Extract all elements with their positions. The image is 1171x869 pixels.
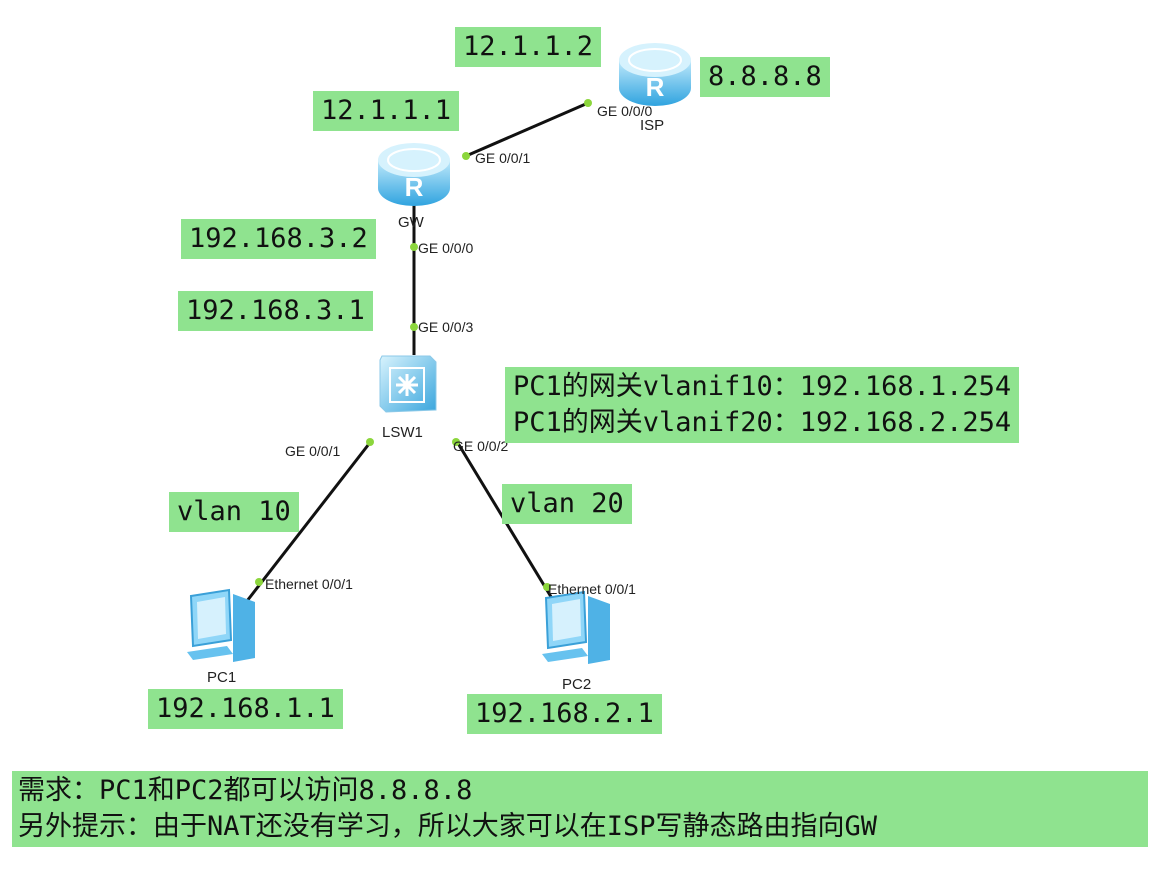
isp-name: ISP (640, 117, 665, 134)
isp-port-label: GE 0/0/0 (597, 103, 653, 119)
gw-port-up-ip-label: 12.1.1.1 (313, 91, 460, 131)
port-dot (410, 323, 418, 331)
pc2-name: PC2 (562, 676, 592, 693)
lsw1-port-left-label: GE 0/0/1 (285, 443, 341, 459)
svg-text:R: R (646, 72, 665, 102)
lsw1-port-up-ip-label: 192.168.3.1 (178, 291, 373, 331)
pc1-ip-label: 192.168.1.1 (148, 689, 343, 729)
isp-port-ip-label: 12.1.1.2 (455, 27, 602, 67)
isp-ip-label: 8.8.8.8 (700, 57, 830, 97)
requirement-line2: 另外提示：由于NAT还没有学习，所以大家可以在ISP写静态路由指向GW (18, 811, 878, 842)
gw-router-icon[interactable]: R (376, 140, 452, 208)
gw-port-down-ip-label: 192.168.3.2 (181, 219, 376, 259)
port-dot (410, 243, 418, 251)
pc2-port-label: Ethernet 0/0/1 (548, 581, 636, 597)
pc1-vlan-label: vlan 10 (169, 492, 299, 532)
lsw1-port-right-label: GE 0/0/2 (453, 438, 509, 454)
gw-port-down-label: GE 0/0/0 (418, 240, 474, 256)
port-dot (255, 578, 263, 586)
port-dot (366, 438, 374, 446)
svg-text:R: R (405, 172, 424, 202)
link-gw-isp (465, 101, 589, 158)
isp-router-icon[interactable]: R (617, 40, 693, 108)
requirement-note: 需求：PC1和PC2都可以访问8.8.8.8 另外提示：由于NAT还没有学习，所… (12, 771, 1148, 847)
lsw1-switch-icon[interactable] (376, 352, 438, 416)
gateway-note: PC1的网关vlanif10：192.168.1.254 PC1的网关vlani… (505, 367, 1020, 443)
port-dot (543, 583, 551, 591)
pc2-computer-icon[interactable] (538, 590, 622, 670)
port-dot (584, 99, 592, 107)
pc2-ip-label: 192.168.2.1 (467, 694, 662, 734)
gateway-note-line2: PC1的网关vlanif20：192.168.2.254 (513, 407, 1012, 438)
requirement-line1: 需求：PC1和PC2都可以访问8.8.8.8 (18, 775, 473, 806)
lsw1-port-up-label: GE 0/0/3 (418, 319, 474, 335)
pc1-computer-icon[interactable] (183, 588, 267, 668)
gateway-note-line1: PC1的网关vlanif10：192.168.1.254 (513, 371, 1012, 402)
pc2-vlan-label: vlan 20 (502, 484, 632, 524)
port-dot (452, 438, 460, 446)
gw-port-up-label: GE 0/0/1 (475, 150, 531, 166)
lsw1-name: LSW1 (382, 424, 423, 441)
pc1-name: PC1 (207, 669, 237, 686)
gw-name: GW (398, 214, 424, 231)
pc1-port-label: Ethernet 0/0/1 (265, 576, 353, 592)
port-dot (462, 152, 470, 160)
